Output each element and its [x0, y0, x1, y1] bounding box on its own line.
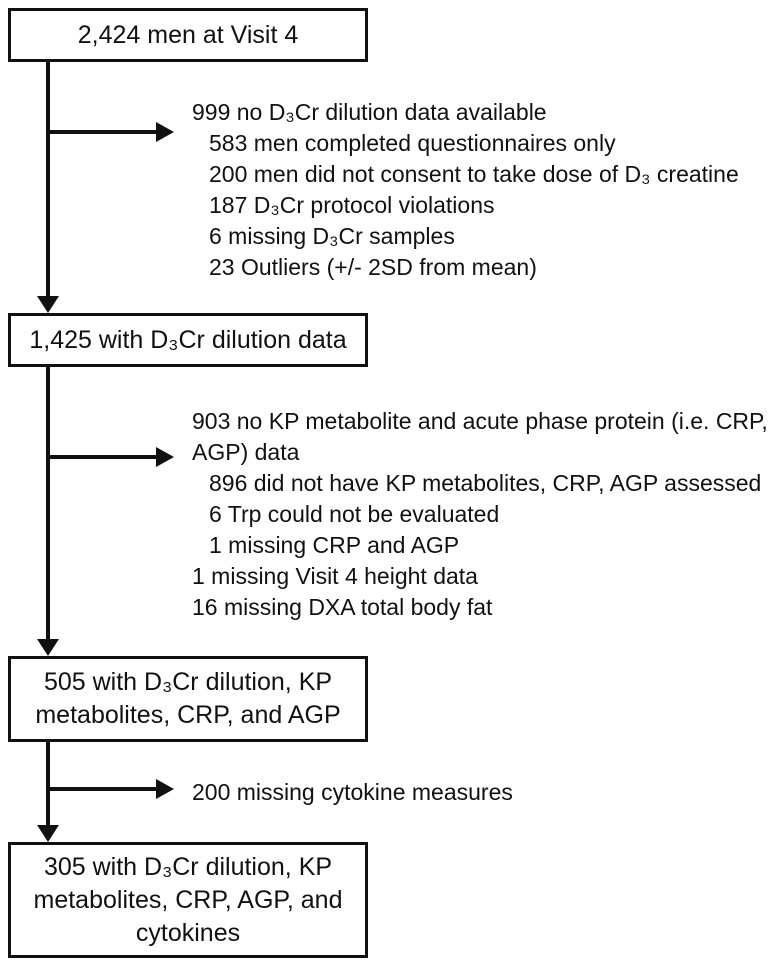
flow-box-cytokines: 305 with D₃Cr dilution, KP metabolites, … [8, 842, 368, 958]
exclusion-line: 903 no KP metabolite and acute phase pro… [192, 408, 768, 434]
exclusion-block-d3cr: 999 no D₃Cr dilution data available 583 … [192, 97, 739, 283]
exclusion-line: 16 missing DXA total body fat [192, 594, 493, 620]
exclusion-line: 896 did not have KP metabolites, CRP, AG… [209, 470, 762, 496]
exclusion-line: 1 missing Visit 4 height data [192, 563, 478, 589]
flow-box-cytokines-text: 305 with D₃Cr dilution, KP [43, 852, 333, 881]
exclusion-line: 23 Outliers (+/- 2SD from mean) [209, 254, 537, 280]
arrowhead-down-3-icon [37, 825, 59, 842]
arrowhead-down-1-icon [37, 296, 59, 313]
exclusion-line: 200 men did not consent to take dose of … [209, 161, 739, 187]
flow-box-cytokines-text: metabolites, CRP, AGP, and [33, 885, 343, 914]
connector-line-3 [46, 742, 50, 826]
flow-box-visit4: 2,424 men at Visit 4 [8, 8, 368, 62]
exclusion-line: 583 men completed questionnaires only [209, 130, 616, 156]
flow-box-d3cr-text: 1,425 with D₃Cr dilution data [29, 325, 347, 354]
branch-line-1 [48, 130, 156, 134]
exclusion-line: 187 D₃Cr protocol violations [209, 192, 495, 218]
arrowhead-right-2-icon [156, 447, 174, 467]
exclusion-line: 6 missing D₃Cr samples [209, 223, 455, 249]
flow-box-cytokines-text: cytokines [135, 918, 241, 947]
exclusion-line: 6 Trp could not be evaluated [209, 501, 500, 527]
connector-line-2 [46, 367, 50, 640]
branch-line-3 [48, 787, 156, 791]
flow-box-kp-crp-agp-text: metabolites, CRP, and AGP [35, 701, 341, 729]
arrowhead-right-1-icon [156, 122, 174, 142]
exclusion-line: AGP) data [192, 439, 300, 465]
connector-line-1 [46, 62, 50, 297]
arrowhead-right-3-icon [156, 779, 174, 799]
exclusion-line: 1 missing CRP and AGP [209, 532, 460, 558]
exclusion-line: 999 no D₃Cr dilution data available [192, 99, 547, 125]
flow-box-visit4-text: 2,424 men at Visit 4 [77, 20, 299, 49]
branch-line-2 [48, 455, 156, 459]
exclusion-block-kp: 903 no KP metabolite and acute phase pro… [192, 406, 768, 623]
flow-box-d3cr: 1,425 with D₃Cr dilution data [8, 313, 368, 367]
flow-box-kp-crp-agp: 505 with D₃Cr dilution, KP metabolites, … [8, 656, 368, 742]
exclusion-line: 200 missing cytokine measures [192, 779, 513, 805]
arrowhead-down-2-icon [37, 639, 59, 656]
flow-box-kp-crp-agp-text: 505 with D₃Cr dilution, KP [43, 668, 333, 696]
exclusion-block-cytokine: 200 missing cytokine measures [192, 777, 513, 808]
